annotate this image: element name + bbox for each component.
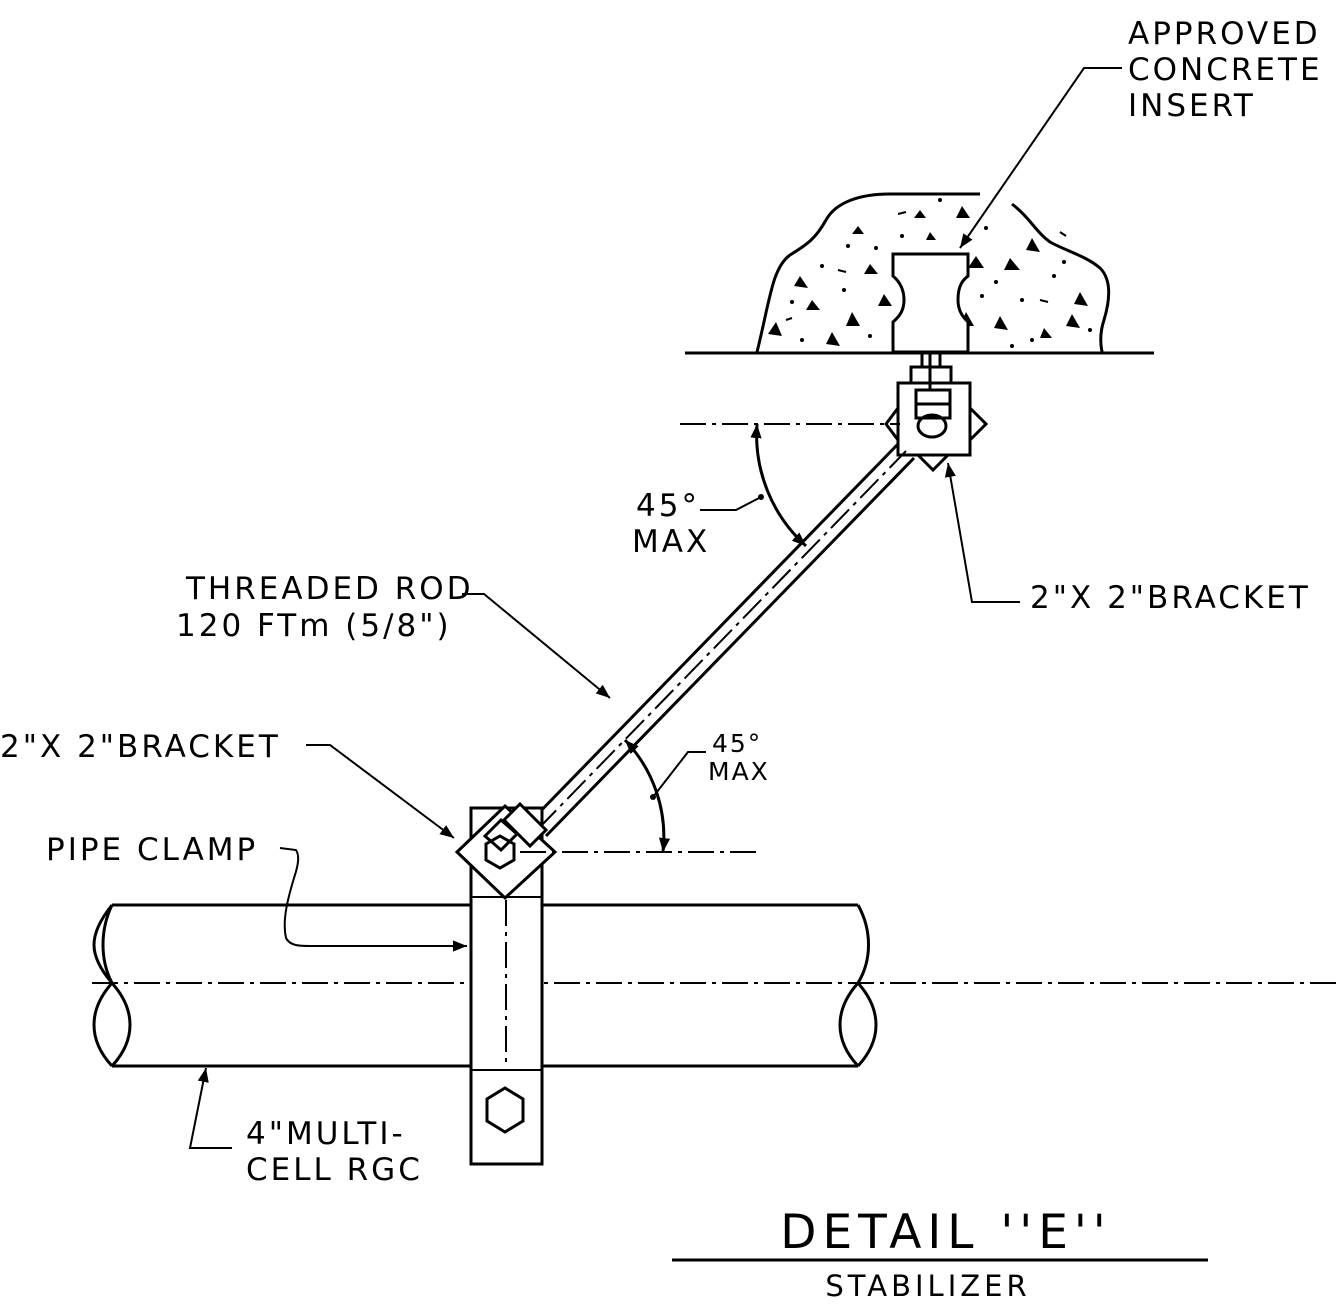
detail-title: DETAIL ''E''	[780, 1205, 1111, 1260]
bottom-angle-label-max: MAX	[708, 757, 770, 786]
concrete-insert-label-line2: CONCRETE	[1128, 52, 1323, 88]
threaded-rod-label-line1: THREADED ROD	[185, 571, 474, 607]
bottom-angle-label-value: 45°	[712, 729, 762, 758]
clamp-bolt-hex	[485, 1086, 525, 1134]
bottom-angle-arc	[623, 738, 671, 853]
concrete-insert	[891, 252, 970, 354]
top-angle-label-max: MAX	[632, 524, 710, 560]
threaded-rod	[528, 442, 916, 838]
conduit-label-line2: CELL RGC	[246, 1152, 423, 1188]
top-bracket-assembly	[884, 351, 989, 473]
pipe-clamp-label: PIPE CLAMP	[46, 832, 258, 868]
threaded-rod-label-line2: 120 FTm (5/8")	[176, 608, 452, 644]
leaders	[188, 67, 1122, 1149]
top-bracket-label: 2"X 2"BRACKET	[1030, 580, 1311, 616]
detail-subtitle: STABILIZER	[825, 1269, 1030, 1303]
concrete-insert-label-line1: APPROVED	[1128, 16, 1321, 52]
conduit-label-line1: 4"MULTI-	[246, 1116, 406, 1152]
aggregate-hatch	[768, 198, 1092, 348]
top-angle-arc	[750, 423, 808, 548]
top-angle-label-value: 45°	[636, 488, 700, 524]
conduit-pipe	[92, 903, 1339, 1068]
concrete-insert-label-line3: INSERT	[1128, 88, 1256, 124]
bottom-bracket-label: 2"X 2"BRACKET	[0, 729, 281, 765]
pipe-clamp	[454, 801, 760, 1166]
concrete-slab	[685, 192, 1154, 355]
